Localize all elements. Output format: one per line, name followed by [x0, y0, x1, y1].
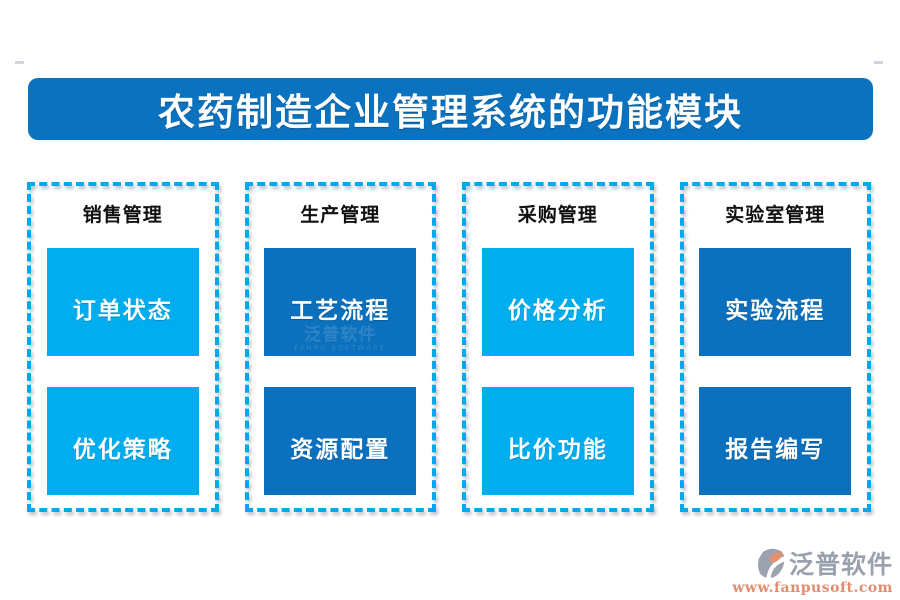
module-label: 实验流程: [725, 297, 826, 324]
module-label: 价格分析: [507, 297, 608, 324]
column-header-production: 生产管理: [300, 204, 381, 226]
module-label: 工艺流程: [290, 297, 391, 324]
title-banner: 农药制造企业管理系统的功能模块: [28, 78, 873, 140]
module-label: 资源配置: [290, 436, 391, 463]
module-columns: 销售管理 订单状态 优化策略 生产管理 工艺流程 泛普软件 FANPU SOFT…: [27, 182, 871, 512]
column-procurement: 采购管理 价格分析 比价功能: [462, 182, 654, 512]
watermark-subtitle: FANPU SOFTWARE: [294, 343, 387, 352]
top-right-frame-tick: [874, 61, 883, 64]
fanpu-watermark: 泛普软件 FANPU SOFTWARE: [264, 324, 416, 352]
column-header-sales: 销售管理: [82, 204, 163, 226]
module-box-experiment-flow: 实验流程: [699, 248, 852, 356]
top-left-frame-tick: [15, 61, 24, 64]
module-box-report-writing: 报告编写: [699, 387, 852, 495]
fanpu-logo-block: 泛普软件 www.fanpusoft.com: [703, 545, 893, 596]
module-label: 优化策略: [72, 436, 173, 463]
module-label: 报告编写: [725, 436, 826, 463]
module-label: 订单状态: [72, 297, 173, 324]
column-sales: 销售管理 订单状态 优化策略: [27, 182, 219, 512]
fanpu-logo-icon: [758, 548, 786, 579]
module-label: 比价功能: [507, 436, 608, 463]
module-box-optimization-strategy: 优化策略: [46, 387, 199, 495]
module-box-price-analysis: 价格分析: [481, 248, 634, 356]
column-laboratory: 实验室管理 实验流程 报告编写: [679, 182, 871, 512]
column-header-laboratory: 实验室管理: [725, 204, 826, 226]
module-box-process-flow: 工艺流程 泛普软件 FANPU SOFTWARE: [264, 248, 417, 356]
watermark-name: 泛普软件: [304, 324, 377, 345]
column-production: 生产管理 工艺流程 泛普软件 FANPU SOFTWARE 资源配置: [244, 182, 436, 512]
column-header-procurement: 采购管理: [517, 204, 598, 226]
module-box-price-comparison: 比价功能: [481, 387, 634, 495]
module-box-resource-allocation: 资源配置: [264, 387, 417, 495]
module-box-order-status: 订单状态: [46, 248, 199, 356]
page-title: 农药制造企业管理系统的功能模块: [158, 90, 743, 134]
footer-brand-text: 泛普软件: [788, 550, 893, 579]
footer-url-text: www.fanpusoft.com: [732, 580, 893, 596]
